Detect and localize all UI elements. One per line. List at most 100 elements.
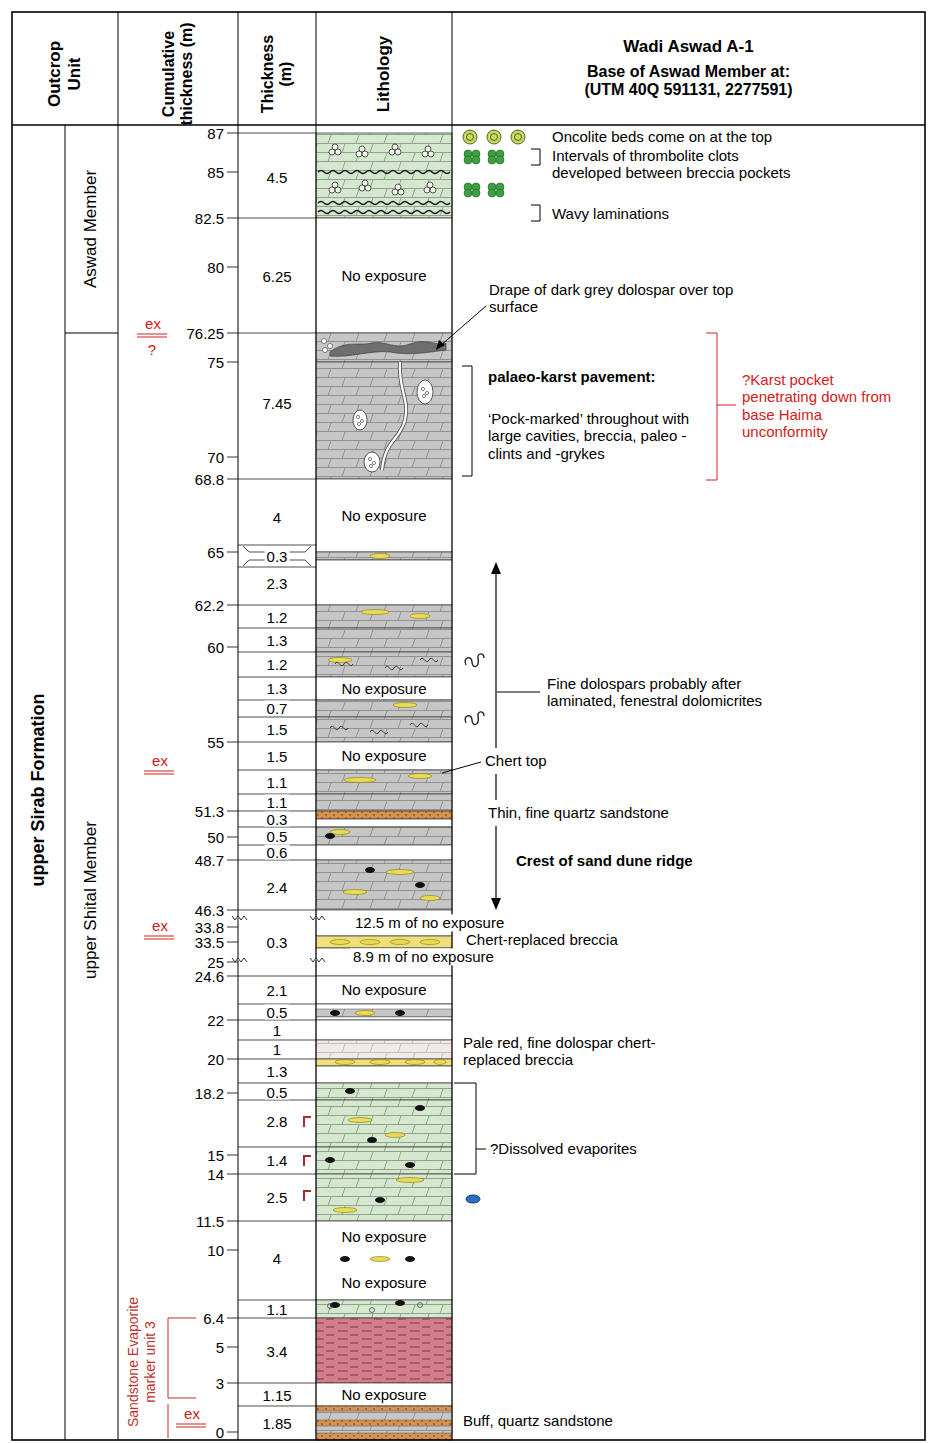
- thrombolite-symbol: [496, 189, 504, 197]
- thrombolite-symbol: [488, 189, 496, 197]
- bed-boundary: [238, 770, 316, 771]
- depth-tick: [227, 811, 238, 812]
- thickness-value: 2.5: [265, 1190, 290, 1205]
- note: Wavy laminations: [552, 205, 669, 222]
- note: 8.9 m of no exposure: [350, 948, 497, 965]
- chert-nodule: [395, 1010, 405, 1016]
- depth-value: 0: [216, 1425, 224, 1440]
- depth-tick: [227, 927, 238, 928]
- depth-tick: [227, 1347, 238, 1348]
- lithology-bed: [316, 218, 452, 333]
- thickness-value: 0.3: [265, 935, 290, 950]
- rotated-heading: Aswad Member: [81, 170, 101, 288]
- header-cell: Thickness (m): [238, 12, 316, 125]
- lithology-bed: [316, 811, 452, 819]
- chert-lens: [370, 1060, 390, 1065]
- depth-tick: [227, 942, 238, 943]
- chert-lens: [370, 554, 390, 559]
- box-text: Base of Aswad Member at: (UTM 40Q 591131…: [573, 63, 805, 100]
- lithology-bed: [316, 819, 452, 827]
- lithology-bed: [316, 860, 452, 910]
- chert-lens: [420, 896, 440, 901]
- note: Chert-replaced breccia: [466, 931, 618, 948]
- depth-value: 15: [207, 1148, 224, 1163]
- oncolite-symbol: [511, 130, 525, 144]
- annotations: [137, 130, 736, 1438]
- bed-boundary: [238, 605, 316, 606]
- lithology-bed: [316, 717, 452, 742]
- chert-nodule: [375, 1197, 385, 1203]
- lithology-bed: [316, 1383, 452, 1406]
- depth-value: 75: [207, 355, 224, 370]
- thickness-value: 1: [271, 1023, 283, 1038]
- karst-crack: [382, 362, 406, 470]
- section-break: [310, 916, 325, 920]
- grid: [12, 12, 925, 1440]
- chert-lens: [370, 1257, 390, 1262]
- breccia-clast: [422, 394, 425, 397]
- depth-tick: [227, 962, 238, 963]
- burrow: [330, 726, 348, 729]
- breccia-clast: [322, 339, 327, 344]
- chert-lens: [390, 940, 410, 945]
- chert-lens: [333, 1208, 357, 1213]
- breccia-clast: [368, 457, 371, 460]
- frame: [12, 12, 925, 1440]
- thrombolite-clot: [329, 149, 335, 155]
- lithology-bed: [316, 1020, 452, 1040]
- rotated-heading: Thickness (m): [259, 29, 296, 119]
- header-cell: Lithology: [316, 12, 452, 125]
- depth-value: 62.2: [195, 598, 224, 613]
- lithology-bed: [316, 1083, 452, 1100]
- box-text: No exposure: [341, 747, 426, 764]
- thickness-value: 1.1: [265, 775, 290, 790]
- bracket: [454, 1083, 486, 1174]
- column-line: [238, 12, 239, 1440]
- depth-value: 60: [207, 640, 224, 655]
- note: Fine dolospars probably after laminated,…: [547, 675, 787, 710]
- chert-nodule: [405, 1256, 415, 1262]
- burrow: [385, 666, 403, 669]
- depth-tick: [227, 647, 238, 648]
- note: Drape of dark grey dolospar over top sur…: [489, 281, 751, 316]
- note: Sandstone Evaporite marker unit 3: [125, 1287, 159, 1437]
- thrombolite-clot: [335, 149, 341, 155]
- box-text: No exposure: [341, 1386, 426, 1403]
- arrowhead: [436, 340, 445, 350]
- red-note: ex: [152, 917, 168, 934]
- chert-nodule: [325, 833, 335, 839]
- lithology-bed: [316, 700, 452, 717]
- oncolite-symbol: [467, 134, 474, 141]
- thrombolite-clot: [398, 189, 404, 195]
- breccia-clast: [357, 422, 360, 425]
- bed-boundary: [238, 1147, 316, 1148]
- red-mark: [304, 1117, 311, 1127]
- bed-boundary: [238, 218, 316, 219]
- chert-nodule: [415, 1105, 425, 1111]
- lithology-bed: [316, 1066, 452, 1083]
- arrowhead: [491, 898, 501, 910]
- thrombolite-clot: [359, 185, 365, 191]
- depth-tick: [227, 976, 238, 977]
- note: Oncolite beds come on at the top: [552, 128, 772, 145]
- no-exposure-bed: No exposure: [316, 218, 452, 333]
- depth-value: 51.3: [195, 804, 224, 819]
- thickness-value: 1.5: [265, 722, 290, 737]
- karst-crack: [382, 362, 406, 470]
- dolospar-drape: [330, 342, 446, 357]
- thickness-value: 0.3: [265, 549, 290, 564]
- lithology-bed: [316, 1004, 452, 1020]
- bed-boundary: [238, 1040, 316, 1041]
- no-exposure-bed: No exposure: [316, 742, 452, 770]
- thrombolite-clot: [356, 151, 362, 157]
- box-text: No exposure: [341, 1274, 426, 1291]
- note: 12.5 m of no exposure: [352, 914, 507, 931]
- bed-boundary: [238, 567, 316, 568]
- bed-boundary: [238, 717, 316, 718]
- no-exposure-bed: No exposure: [316, 1383, 452, 1406]
- bed-boundary: [238, 1174, 316, 1175]
- leader-line: [497, 692, 540, 693]
- column-line: [452, 12, 453, 1440]
- exposure-surface-mark: [137, 334, 167, 337]
- lithology-bed: [316, 628, 452, 652]
